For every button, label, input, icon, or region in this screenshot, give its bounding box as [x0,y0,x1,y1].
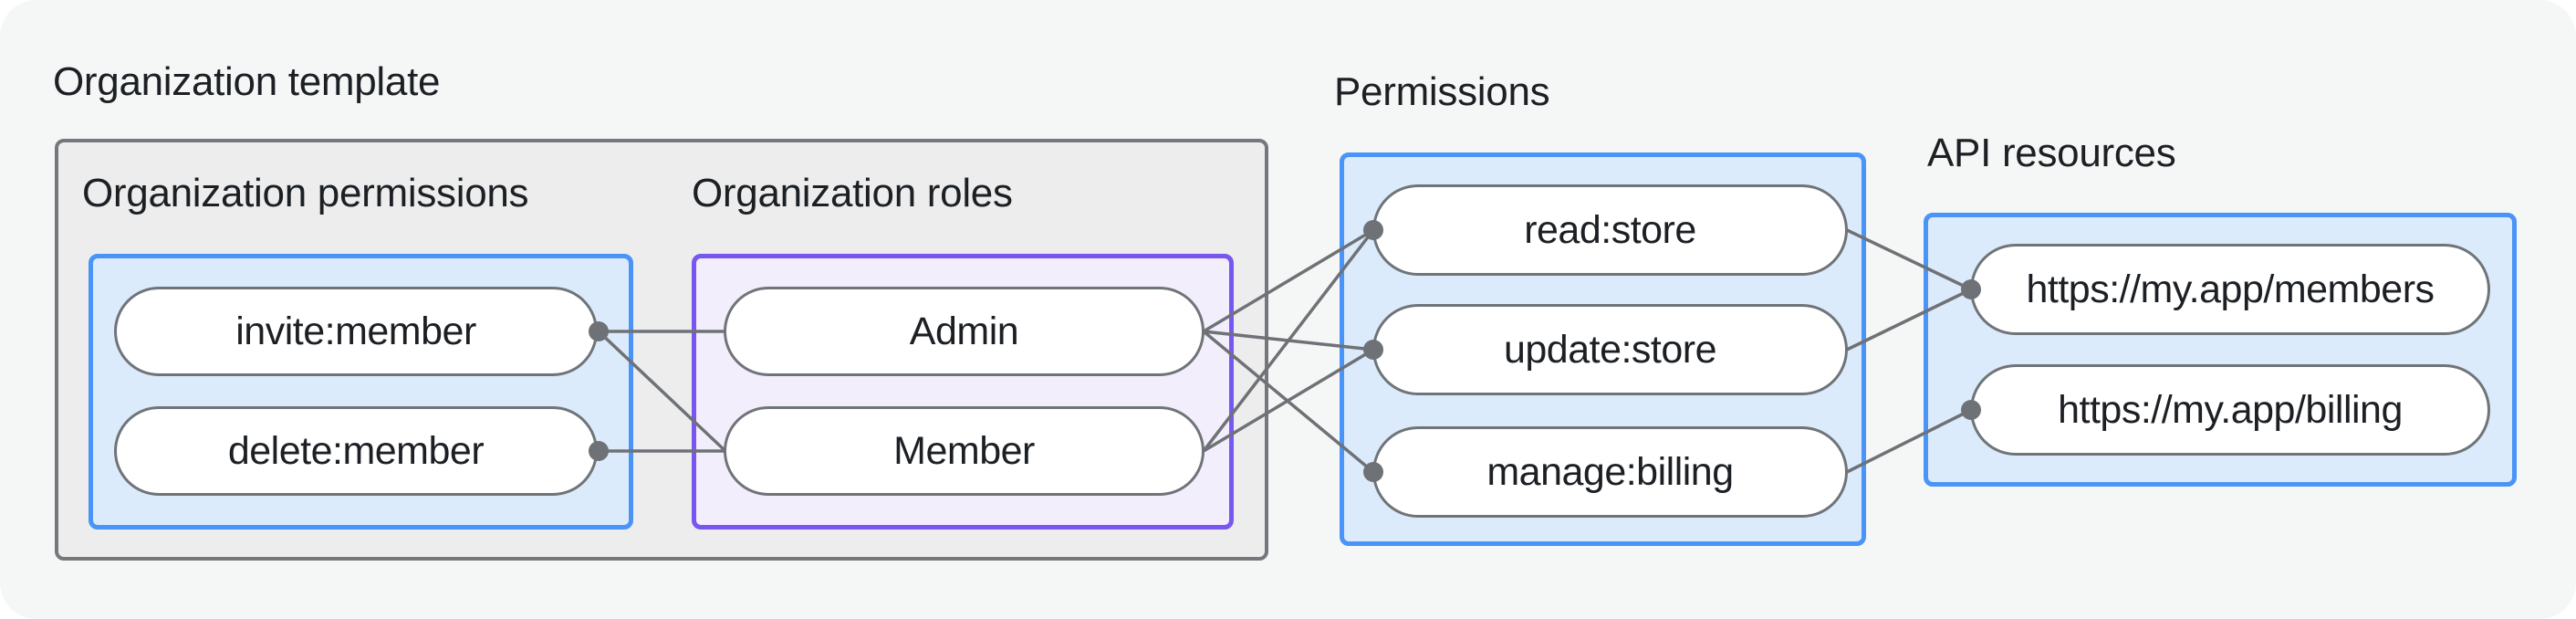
organization-roles-label: Organization roles [692,171,1013,215]
node-manage-billing: manage:billing [1372,426,1848,518]
api-resources-label: API resources [1927,131,2176,175]
node-read-store: read:store [1372,184,1848,276]
node-api-billing: https://my.app/billing [1970,364,2490,456]
organization-permissions-label: Organization permissions [82,171,529,215]
node-update-store: update:store [1372,304,1848,395]
node-api-members: https://my.app/members [1970,244,2490,335]
node-admin: Admin [724,287,1205,376]
node-delete-member: delete:member [114,406,598,496]
permissions-label: Permissions [1334,69,1550,114]
node-invite-member: invite:member [114,287,598,376]
organization-template-label: Organization template [53,59,441,104]
node-member: Member [724,406,1205,496]
